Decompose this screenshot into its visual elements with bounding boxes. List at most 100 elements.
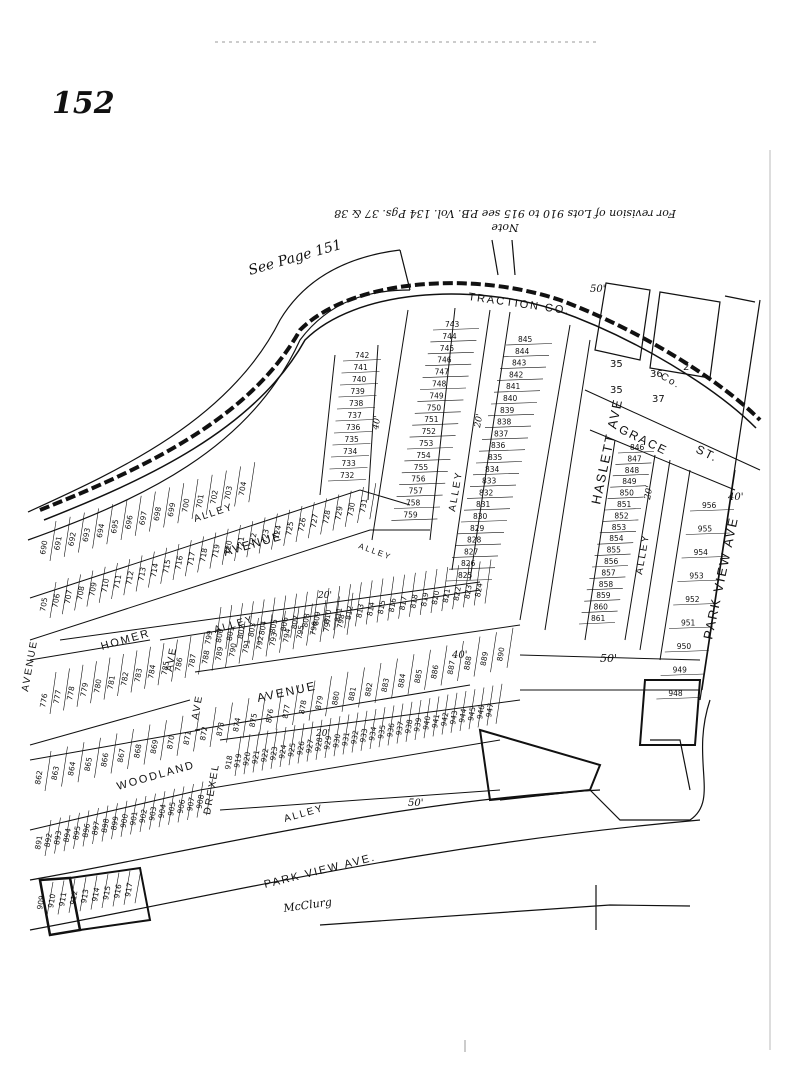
note-text: For revision of Lots 910 to 915 see P.B.… [334,207,677,220]
lot-number: 859 [596,591,611,600]
lot-number: 870 [165,734,176,750]
park-n-edge [219,789,501,811]
lot-divider [49,581,57,619]
lot-number: 694 [95,523,106,539]
lot-number: 786 [173,656,184,672]
lot-divider [486,685,494,726]
lot-number: 902 [138,808,149,824]
lot-number: 918 [223,754,234,770]
lot-number: 868 [132,743,143,759]
lot-number: 746 [437,356,452,365]
lot-divider [610,485,647,488]
lot-number: 955 [698,525,713,534]
lot-divider [586,588,623,591]
lot-divider [308,680,316,721]
lot-divider [391,518,438,521]
lot-number: 725 [284,520,295,536]
lot-number: 892 [43,832,54,848]
alley-mid-s [159,589,481,641]
lot-number: 928 [313,736,324,752]
lot-divider [664,650,709,653]
width-50-top: 50' [590,284,605,295]
lot-number: 695 [109,518,120,534]
lot-divider [333,596,340,639]
lot-number: 906 [176,798,187,814]
lot-number: 784 [146,664,157,680]
street-lines [29,307,761,937]
lot-number: 742 [355,351,370,360]
lot-number: 747 [435,368,450,377]
width-50-mid: 50' [600,652,617,665]
lot-number: 755 [414,463,429,472]
lot-divider [234,524,241,562]
lot-divider [612,474,649,477]
lot-divider [339,383,379,386]
lot-number: 896 [81,822,92,838]
lot-number: 754 [416,451,431,460]
lot-number: 743 [445,320,460,329]
lot-number: 789 [214,646,225,662]
lot-number: 697 [138,510,149,526]
lot-number: 806 [279,616,290,632]
lot-number: 735 [345,435,360,444]
alley-label-4: ALLEY [634,533,652,575]
lot-divider [487,414,535,417]
lot-divider [234,466,241,507]
lot-number: 942 [439,711,450,727]
lot-divider [333,586,341,631]
block-2: 2 [683,362,689,373]
lot-number: 692 [67,531,78,547]
lot-number: 802 [236,624,247,640]
lot-divider [209,706,217,748]
lot-divider [261,730,269,771]
lot-divider [234,735,242,777]
lot-divider [584,599,621,602]
lot-number: 925 [286,742,297,758]
lot-divider [355,582,362,627]
lot-number: 850 [620,489,635,498]
lot-number: 929 [322,735,333,751]
lot-divider [79,877,87,912]
lot-divider [134,869,142,904]
lot-divider [452,565,459,610]
block-846-w [584,439,616,641]
lot-divider [130,798,137,835]
lot-divider [341,371,380,374]
lot-number: 867 [116,747,127,763]
lot-divider [451,555,499,558]
lot-number: 757 [409,487,424,496]
lot-number: 752 [422,427,437,436]
lot-divider [506,627,514,668]
lot-divider [454,543,502,546]
lot-number: 777 [52,689,63,705]
curve-top-edge [399,249,411,291]
lot-number: 705 [38,596,49,612]
lot-divider [90,875,98,910]
lot-number: 838 [497,418,512,427]
lot-number: 709 [87,581,98,597]
lot-number: 932 [349,729,360,745]
lot-divider [247,601,254,646]
lot-number: 852 [614,511,629,520]
lot-divider [163,487,170,528]
lot-number: 707 [63,589,74,605]
lot-divider [469,484,517,487]
lot-divider [668,626,714,629]
lot-number: 877 [281,703,292,719]
lot-divider [54,817,61,854]
lot-number: 922 [259,747,270,763]
lot-divider [268,597,276,642]
block-35a: 35 [610,359,623,370]
lot-divider [74,574,81,611]
lot-divider [424,649,431,690]
lot-number: 900 [119,813,130,829]
lot-divider [252,732,260,773]
lot-divider [123,870,131,905]
lot-divider [248,462,256,503]
lot-divider [226,702,233,743]
street-mcclurg: McClurg [282,895,333,915]
lot-number: 847 [627,454,642,463]
lot-number: 715 [161,558,172,574]
lot-number: 899 [109,815,120,831]
lot-divider [44,750,52,792]
